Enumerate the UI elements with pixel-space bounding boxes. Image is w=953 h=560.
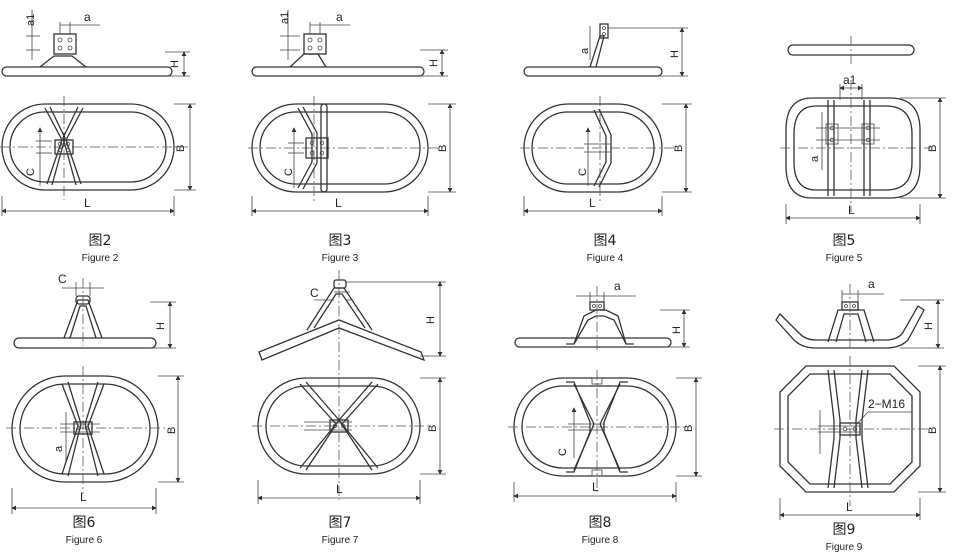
figure-4-title-cn: 图4 <box>593 233 617 249</box>
figure-6-caption: 图6 Figure 6 <box>24 515 144 548</box>
dim-l: L <box>589 196 596 210</box>
dim-a: a <box>84 10 91 24</box>
dim-h: H <box>923 322 935 330</box>
figure-8-caption: 图8 Figure 8 <box>540 515 660 548</box>
figure-9-caption: 图9 Figure 9 <box>784 522 904 555</box>
dim-c: C <box>283 168 295 176</box>
dim-b: B <box>673 145 685 152</box>
dim-a1: a1 <box>25 14 37 26</box>
dim-b: B <box>166 427 178 434</box>
figure-7-top-view <box>252 377 446 504</box>
figure-2-title-en: Figure 2 <box>81 253 119 264</box>
figure-2-drawing: a1 a H B C L <box>0 10 196 216</box>
figure-4-top-view <box>520 96 692 216</box>
dim-h: H <box>669 50 681 58</box>
figure-8-drawing: a H B C L <box>508 279 702 502</box>
figure-5-drawing: a1 a B L <box>780 36 946 224</box>
dim-a: a <box>614 279 621 293</box>
dim-h: H <box>425 316 437 324</box>
figure-7-caption: 图7 Figure 7 <box>280 515 400 548</box>
dim-b: B <box>437 145 449 152</box>
dim-a: a <box>809 155 821 162</box>
figure-2-top-view <box>0 96 196 216</box>
dim-h: H <box>428 59 440 67</box>
figure-6-drawing: C H B a L <box>6 272 184 514</box>
figure-2-side-view <box>1 10 190 77</box>
figure-5-caption: 图5 Figure 5 <box>784 233 904 266</box>
figure-3-top-view <box>248 96 456 216</box>
figure-5-side-view <box>787 36 915 64</box>
dim-l: L <box>592 480 599 494</box>
dim-a1: a1 <box>843 73 857 87</box>
figure-8-side-view <box>514 286 690 350</box>
dim-h: H <box>155 322 167 330</box>
bolt-spec-label: 2−M16 <box>868 397 905 411</box>
dim-l: L <box>335 196 342 210</box>
dim-l: L <box>80 490 87 504</box>
figure-5-title-cn: 图5 <box>832 233 856 249</box>
figure-7-drawing: C H B L <box>252 270 446 504</box>
figure-5-title-en: Figure 5 <box>825 253 863 264</box>
dim-a: a <box>868 277 875 291</box>
figure-5-top-view <box>780 80 946 224</box>
figure-6-side-view <box>13 278 176 349</box>
dim-c: C <box>25 168 37 176</box>
dim-b: B <box>683 425 695 432</box>
figure-7-side-view <box>258 270 446 500</box>
dim-h: H <box>671 326 683 334</box>
dim-h: H <box>169 60 181 68</box>
dim-c: C <box>577 168 589 176</box>
figure-8-top-view <box>508 370 702 502</box>
dim-c: C <box>557 448 569 456</box>
dim-a: a <box>336 10 343 24</box>
dim-c: C <box>58 272 67 286</box>
figure-4-caption: 图4 Figure 4 <box>545 233 665 266</box>
figure-6-top-view <box>6 366 184 514</box>
figure-6-title-en: Figure 6 <box>65 535 103 546</box>
dim-c: C <box>310 286 319 300</box>
figure-8-title-en: Figure 8 <box>581 535 619 546</box>
dim-l: L <box>848 203 855 217</box>
figure-3-side-view <box>251 10 448 77</box>
figure-4-side-view <box>523 23 688 77</box>
dim-l: L <box>84 196 91 210</box>
figure-9-side-view <box>775 284 944 350</box>
figure-4-drawing: a H B C L <box>520 23 692 216</box>
dim-b: B <box>175 145 187 152</box>
figure-6-title-cn: 图6 <box>72 515 96 531</box>
figure-9-top-view <box>774 356 946 520</box>
dim-a: a <box>53 445 65 452</box>
figure-7-title-cn: 图7 <box>328 515 352 531</box>
dim-b: B <box>927 427 939 434</box>
figure-3-title-en: Figure 3 <box>321 253 359 264</box>
figure-3-caption: 图3 Figure 3 <box>280 233 400 266</box>
dim-b: B <box>927 145 939 152</box>
figure-9-title-en: Figure 9 <box>825 542 863 553</box>
dim-a: a <box>579 47 591 54</box>
figure-3-drawing: a1 a H B C L <box>248 10 456 216</box>
dim-b: B <box>427 425 439 432</box>
figure-2-title-cn: 图2 <box>88 233 112 249</box>
figure-7-title-en: Figure 7 <box>321 535 359 546</box>
figure-8-title-cn: 图8 <box>588 515 612 531</box>
dim-l: L <box>846 500 853 514</box>
figure-9-drawing: a H B 2−M16 L <box>774 277 946 520</box>
dim-l: L <box>336 482 343 496</box>
figure-9-title-cn: 图9 <box>832 522 856 538</box>
figure-4-title-en: Figure 4 <box>586 253 624 264</box>
dim-a1: a1 <box>279 12 291 24</box>
figure-2-caption: 图2 Figure 2 <box>40 233 160 266</box>
figure-3-title-cn: 图3 <box>328 233 352 249</box>
